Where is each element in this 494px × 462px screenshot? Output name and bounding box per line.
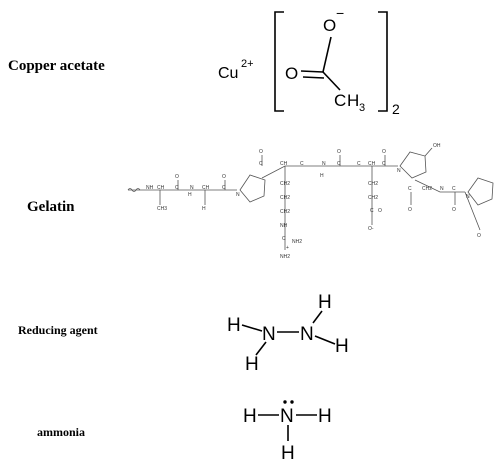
g-ch-4: CH bbox=[368, 161, 376, 167]
bond-c-ch3 bbox=[322, 71, 341, 91]
hydrazine-structure: H N N H H H bbox=[227, 292, 349, 375]
proline-ring-2 bbox=[399, 151, 427, 179]
acetate-minus: − bbox=[336, 5, 344, 21]
g-ch3: CH3 bbox=[157, 206, 167, 212]
g-ch-3: CH bbox=[280, 161, 288, 167]
acetate-count: 2 bbox=[392, 101, 400, 117]
bond-c-o-double-a bbox=[300, 70, 324, 73]
hydrazine-bond-5 bbox=[255, 341, 267, 356]
g-oh: OH bbox=[433, 143, 441, 149]
hydroxyproline-oh-bond bbox=[424, 147, 433, 157]
g-ch2-5: CH2 bbox=[368, 195, 378, 201]
g-ch-1: CH bbox=[157, 185, 165, 191]
g-h-3: H bbox=[320, 173, 324, 179]
g-c-4: C bbox=[300, 161, 304, 167]
g-c-2: C bbox=[222, 185, 226, 191]
g-nh2-2: NH2 bbox=[280, 254, 290, 260]
g-n-2: N bbox=[236, 192, 240, 198]
g-h-1: H bbox=[188, 192, 192, 198]
g-o-3: O bbox=[259, 149, 263, 155]
copper-charge: 2+ bbox=[241, 58, 254, 70]
hydrazine-bond-1 bbox=[241, 324, 263, 332]
g-nh-2: NH bbox=[280, 223, 288, 229]
g-n-6: N bbox=[466, 194, 470, 200]
g-c-9: C bbox=[370, 208, 374, 214]
methyl-h: H bbox=[347, 91, 359, 110]
lone-pair-dot-2 bbox=[290, 400, 294, 404]
g-plus: + bbox=[286, 245, 289, 251]
g-nh-1: NH bbox=[146, 185, 154, 191]
proline-ring-1 bbox=[239, 174, 266, 203]
g-o-5: O bbox=[382, 149, 386, 155]
ammonia-h-left: H bbox=[243, 406, 257, 427]
g-c-3: C bbox=[259, 161, 263, 167]
hydrazine-n-left: N bbox=[262, 324, 276, 345]
lone-pair-dot-1 bbox=[283, 400, 287, 404]
hydrazine-h-right: H bbox=[335, 336, 349, 357]
g-h-2: H bbox=[202, 206, 206, 212]
g-c-7: C bbox=[382, 161, 386, 167]
gelatin-wavy-end bbox=[127, 188, 141, 192]
bond-c-o-single bbox=[322, 36, 332, 73]
hydrazine-bond-3 bbox=[312, 310, 323, 324]
g-c-5: C bbox=[337, 161, 341, 167]
copper-acetate-structure: Cu 2+ O − O C H 3 2 bbox=[218, 5, 400, 117]
proline-ring-3 bbox=[467, 177, 494, 206]
g-o-7: O bbox=[408, 207, 412, 213]
g-c-8: C bbox=[282, 236, 286, 242]
hydrazine-h-top: H bbox=[318, 292, 332, 313]
label-copper-acetate: Copper acetate bbox=[8, 58, 105, 74]
hydrazine-h-bottom: H bbox=[245, 354, 259, 375]
g-o-6: O bbox=[378, 208, 382, 214]
acetate-oxygen-top: O bbox=[323, 16, 336, 35]
gelatin-backbone-right bbox=[414, 179, 465, 193]
bond-c-o-double-b bbox=[302, 76, 325, 79]
left-bracket bbox=[274, 11, 284, 112]
g-n-1: N bbox=[190, 185, 194, 191]
g-c-11: C bbox=[452, 186, 456, 192]
methyl-c: C bbox=[334, 91, 346, 110]
copper-cation: Cu bbox=[218, 65, 238, 82]
hydrazine-n-right: N bbox=[300, 324, 314, 345]
methyl-subscript: 3 bbox=[359, 102, 365, 114]
g-n-3: N bbox=[322, 161, 326, 167]
g-o-8: O bbox=[452, 207, 456, 213]
label-gelatin: Gelatin bbox=[27, 199, 75, 215]
g-ch-2: CH bbox=[202, 185, 210, 191]
hydrazine-bond-4 bbox=[314, 335, 336, 345]
g-ominus: O- bbox=[368, 226, 374, 232]
g-n-5: N bbox=[440, 186, 444, 192]
g-nh2-1: NH2 bbox=[292, 239, 302, 245]
g-ch2-2: CH2 bbox=[280, 195, 290, 201]
g-o-9: O bbox=[477, 233, 481, 239]
label-reducing-agent: Reducing agent bbox=[18, 323, 98, 337]
g-o-1: O bbox=[175, 174, 179, 180]
hydrazine-h-left: H bbox=[227, 315, 241, 336]
g-o-2: O bbox=[222, 174, 226, 180]
gelatin-co-8 bbox=[464, 191, 481, 231]
g-c-6: C bbox=[357, 161, 361, 167]
g-n-4: N bbox=[397, 168, 401, 174]
g-c-10: C bbox=[408, 186, 412, 192]
ammonia-h-right: H bbox=[318, 406, 332, 427]
g-ch2-6: CH2 bbox=[422, 186, 432, 192]
label-ammonia: ammonia bbox=[37, 425, 85, 439]
right-bracket bbox=[378, 11, 388, 112]
acetate-oxygen-left: O bbox=[285, 64, 298, 83]
ammonia-h-bottom: H bbox=[281, 443, 295, 462]
g-o-4: O bbox=[337, 149, 341, 155]
g-ch2-3: CH2 bbox=[280, 209, 290, 215]
gelatin-structure: NH CH O C N CH O C N CH3 H H O C CH C N … bbox=[127, 143, 494, 260]
ammonia-n: N bbox=[280, 406, 294, 427]
g-ch2-4: CH2 bbox=[368, 181, 378, 187]
ammonia-structure: H N H H bbox=[243, 400, 332, 462]
g-c-1: C bbox=[175, 185, 179, 191]
g-ch2-1: CH2 bbox=[280, 181, 290, 187]
gelatin-backbone-mid bbox=[261, 165, 398, 179]
